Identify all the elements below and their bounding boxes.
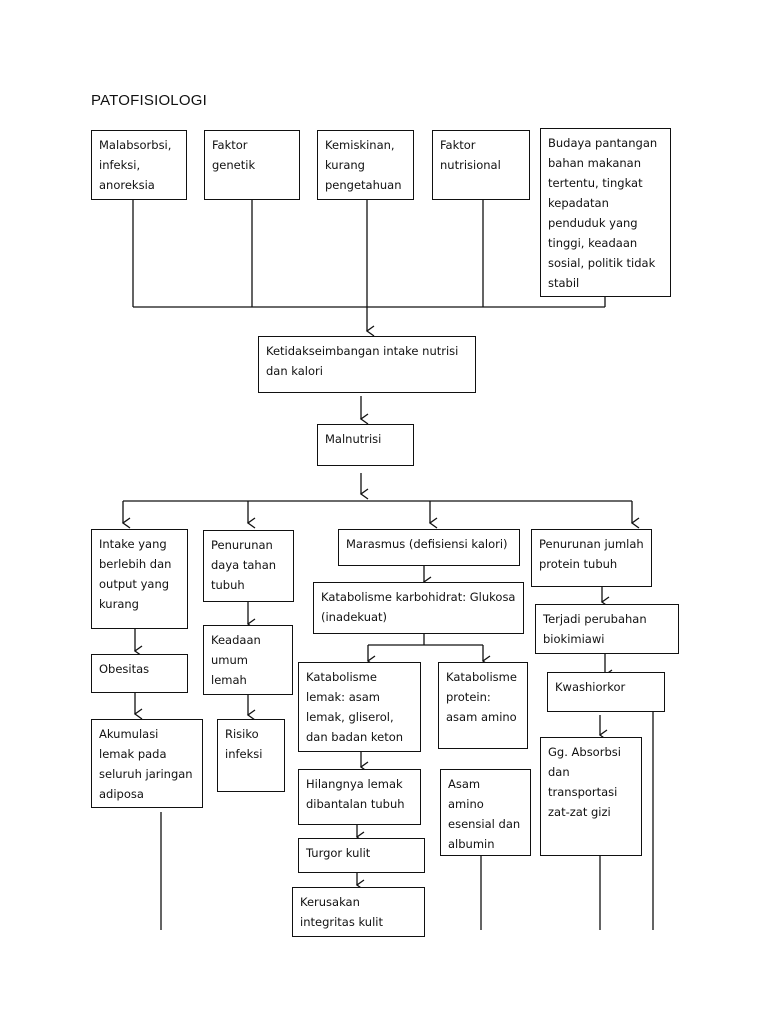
box-malabsorbsi: Malabsorbsi, infeksi, anoreksia: [91, 130, 187, 200]
page-title: PATOFISIOLOGI: [91, 92, 207, 109]
box-intake: Intake yang berlebih dan output yang kur…: [91, 529, 188, 629]
box-gg-absorbsi: Gg. Absorbsi dan transportasi zat-zat gi…: [540, 737, 642, 856]
box-kerusakan-integritas: Kerusakan integritas kulit: [292, 887, 425, 937]
box-faktor-genetik: Faktor genetik: [204, 130, 300, 200]
box-faktor-nutrisional: Faktor nutrisional: [432, 130, 530, 200]
box-katabolisme-karbohidrat: Katabolisme karbohidrat: Glukosa (inadek…: [313, 582, 524, 634]
box-marasmus: Marasmus (defisiensi kalori): [338, 529, 520, 566]
box-turgor-kulit: Turgor kulit: [298, 838, 425, 873]
box-katabolisme-lemak: Katabolisme lemak: asam lemak, gliserol,…: [298, 662, 421, 752]
box-penurunan-protein: Penurunan jumlah protein tubuh: [531, 529, 652, 587]
box-malnutrisi: Malnutrisi: [317, 424, 414, 466]
box-kwashiorkor: Kwashiorkor: [547, 672, 665, 712]
box-perubahan-biokimiawi: Terjadi perubahan biokimiawi: [535, 604, 679, 654]
box-keadaan-umum: Keadaan umum lemah: [203, 625, 293, 695]
box-obesitas: Obesitas: [91, 654, 188, 693]
box-ketidakseimbangan: Ketidakseimbangan intake nutrisi dan kal…: [258, 336, 476, 393]
box-risiko-infeksi: Risiko infeksi: [217, 719, 285, 792]
box-budaya: Budaya pantangan bahan makanan tertentu,…: [540, 128, 671, 297]
box-hilangnya-lemak: Hilangnya lemak dibantalan tubuh: [298, 769, 421, 825]
box-penurunan-daya-tahan: Penurunan daya tahan tubuh: [203, 530, 294, 602]
box-asam-amino: Asam amino esensial dan albumin: [440, 769, 531, 856]
box-kemiskinan: Kemiskinan, kurang pengetahuan: [317, 130, 414, 200]
box-akumulasi-lemak: Akumulasi lemak pada seluruh jaringan ad…: [91, 719, 203, 808]
box-katabolisme-protein: Katabolisme protein: asam amino: [438, 662, 528, 749]
